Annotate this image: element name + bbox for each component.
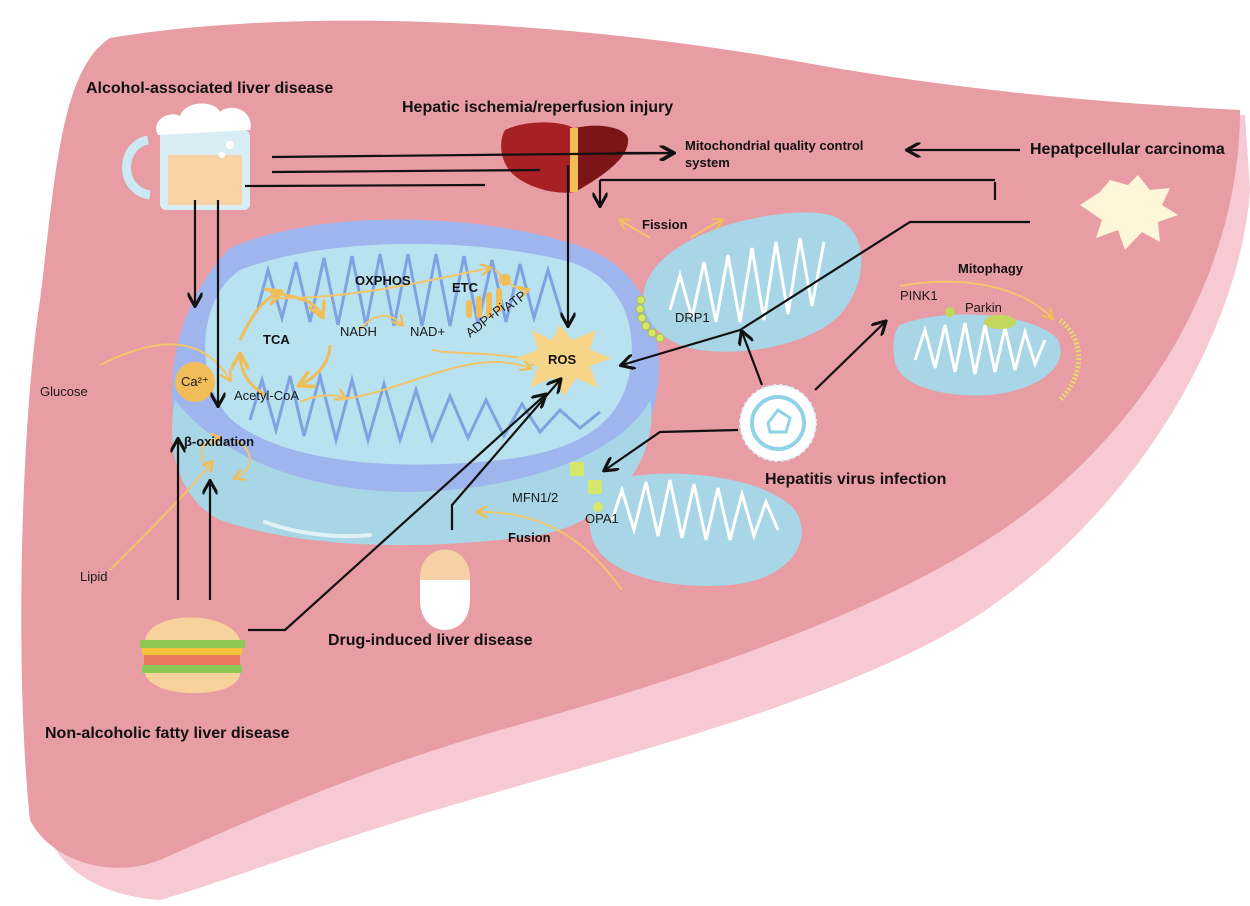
pill-icon xyxy=(420,550,470,631)
label-mqc-line2: system xyxy=(685,155,730,170)
label-etc: ETC xyxy=(452,280,479,295)
label-mitophagy: Mitophagy xyxy=(958,261,1024,276)
label-ischemia: Hepatic ischemia/reperfusion injury xyxy=(402,99,673,116)
label-hepatitis: Hepatitis virus infection xyxy=(765,471,946,488)
label-drug: Drug-induced liver disease xyxy=(328,632,533,649)
label-glucose: Glucose xyxy=(40,384,88,399)
label-pink1: PINK1 xyxy=(900,288,938,303)
label-parkin: Parkin xyxy=(965,300,1002,315)
label-hcc: Hepatpcellular carcinoma xyxy=(1030,141,1225,158)
label-nafld: Non-alcoholic fatty liver disease xyxy=(45,725,290,742)
label-oxphos: OXPHOS xyxy=(355,273,411,288)
label-ros: ROS xyxy=(548,352,577,367)
label-nad: NAD+ xyxy=(410,324,445,339)
label-lipid: Lipid xyxy=(80,569,107,584)
label-beta-oxidation: β-oxidation xyxy=(184,434,254,449)
label-fission: Fission xyxy=(642,217,688,232)
label-drp1: DRP1 xyxy=(675,310,710,325)
label-mfn: MFN1/2 xyxy=(512,490,558,505)
label-alcohol: Alcohol-associated liver disease xyxy=(86,80,333,97)
label-mqc-line1: Mitochondrial quality control xyxy=(685,138,863,153)
label-tca: TCA xyxy=(263,332,290,347)
burger-icon xyxy=(140,618,245,694)
label-opa1: OPA1 xyxy=(585,511,619,526)
label-calcium: Ca²⁺ xyxy=(181,374,209,389)
virus-icon xyxy=(740,385,816,461)
label-nadh: NADH xyxy=(340,324,377,339)
label-fusion: Fusion xyxy=(508,530,551,545)
label-acetyl-coa: Acetyl-CoA xyxy=(234,388,299,403)
